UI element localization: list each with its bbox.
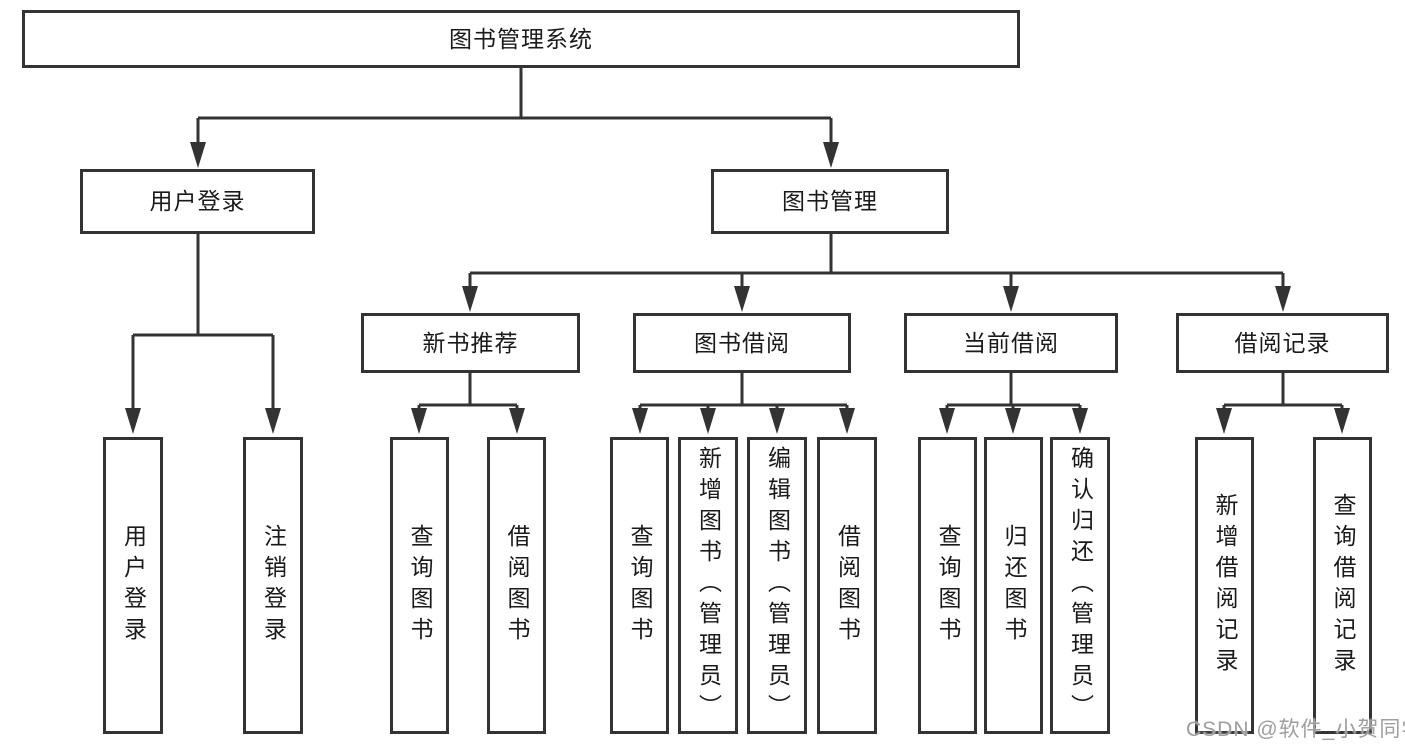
node-borrow-records: 借阅记录 xyxy=(1176,313,1389,373)
leaf-logout: 注销登录 xyxy=(243,437,303,734)
node-user-login: 用户登录 xyxy=(80,169,315,234)
leaf-nb-borrow-books-label: 借阅图书 xyxy=(504,523,530,648)
leaf-nb-query-books: 查询图书 xyxy=(390,437,449,734)
leaf-cb-query-books-label: 查询图书 xyxy=(935,523,961,648)
node-new-book-recommend: 新书推荐 xyxy=(361,313,580,373)
leaf-bb-edit-books-admin: 编辑图书（管理员） xyxy=(747,437,807,734)
node-borrow-records-label: 借阅记录 xyxy=(1234,329,1331,356)
csdn-watermark: CSDN @软件_小贺同学 xyxy=(1186,718,1405,741)
leaf-br-query-record-label: 查询借阅记录 xyxy=(1330,492,1356,679)
leaf-cb-query-books: 查询图书 xyxy=(918,437,977,734)
node-current-borrow: 当前借阅 xyxy=(904,313,1118,373)
leaf-nb-query-books-label: 查询图书 xyxy=(407,523,433,648)
leaf-br-add-record: 新增借阅记录 xyxy=(1195,437,1254,734)
leaf-bb-borrow-books-label: 借阅图书 xyxy=(834,523,861,648)
leaf-bb-borrow-books: 借阅图书 xyxy=(817,437,877,734)
node-book-borrow-label: 图书借阅 xyxy=(694,329,790,356)
node-book-management: 图书管理 xyxy=(711,169,949,234)
node-user-login-label: 用户登录 xyxy=(149,188,246,214)
leaf-cb-confirm-return-admin: 确认归还（管理员） xyxy=(1050,437,1110,734)
leaf-cb-confirm-return-admin-label: 确认归还（管理员） xyxy=(1067,446,1094,725)
leaf-user-login: 用户登录 xyxy=(103,437,163,734)
connector-strokes xyxy=(131,68,1344,416)
node-book-management-label: 图书管理 xyxy=(782,188,878,214)
leaf-bb-add-books-admin: 新增图书（管理员） xyxy=(678,437,738,734)
leaf-logout-label: 注销登录 xyxy=(260,523,287,648)
node-root: 图书管理系统 xyxy=(22,10,1020,68)
leaf-nb-borrow-books: 借阅图书 xyxy=(487,437,546,734)
node-new-book-recommend-label: 新书推荐 xyxy=(422,329,519,356)
arrowheads xyxy=(125,142,1350,434)
leaf-cb-return-books-label: 归还图书 xyxy=(1001,523,1027,648)
leaf-bb-add-books-admin-label: 新增图书（管理员） xyxy=(695,446,722,725)
node-root-label: 图书管理系统 xyxy=(449,25,593,52)
node-current-borrow-label: 当前借阅 xyxy=(963,329,1059,356)
leaf-bb-query-books: 查询图书 xyxy=(610,437,669,734)
leaf-br-add-record-label: 新增借阅记录 xyxy=(1212,492,1238,679)
leaf-cb-return-books: 归还图书 xyxy=(984,437,1043,734)
node-book-borrow: 图书借阅 xyxy=(633,313,851,373)
leaf-bb-query-books-label: 查询图书 xyxy=(627,523,653,648)
leaf-br-query-record: 查询借阅记录 xyxy=(1313,437,1372,734)
leaf-bb-edit-books-admin-label: 编辑图书（管理员） xyxy=(764,446,791,725)
leaf-user-login-label: 用户登录 xyxy=(120,523,147,648)
